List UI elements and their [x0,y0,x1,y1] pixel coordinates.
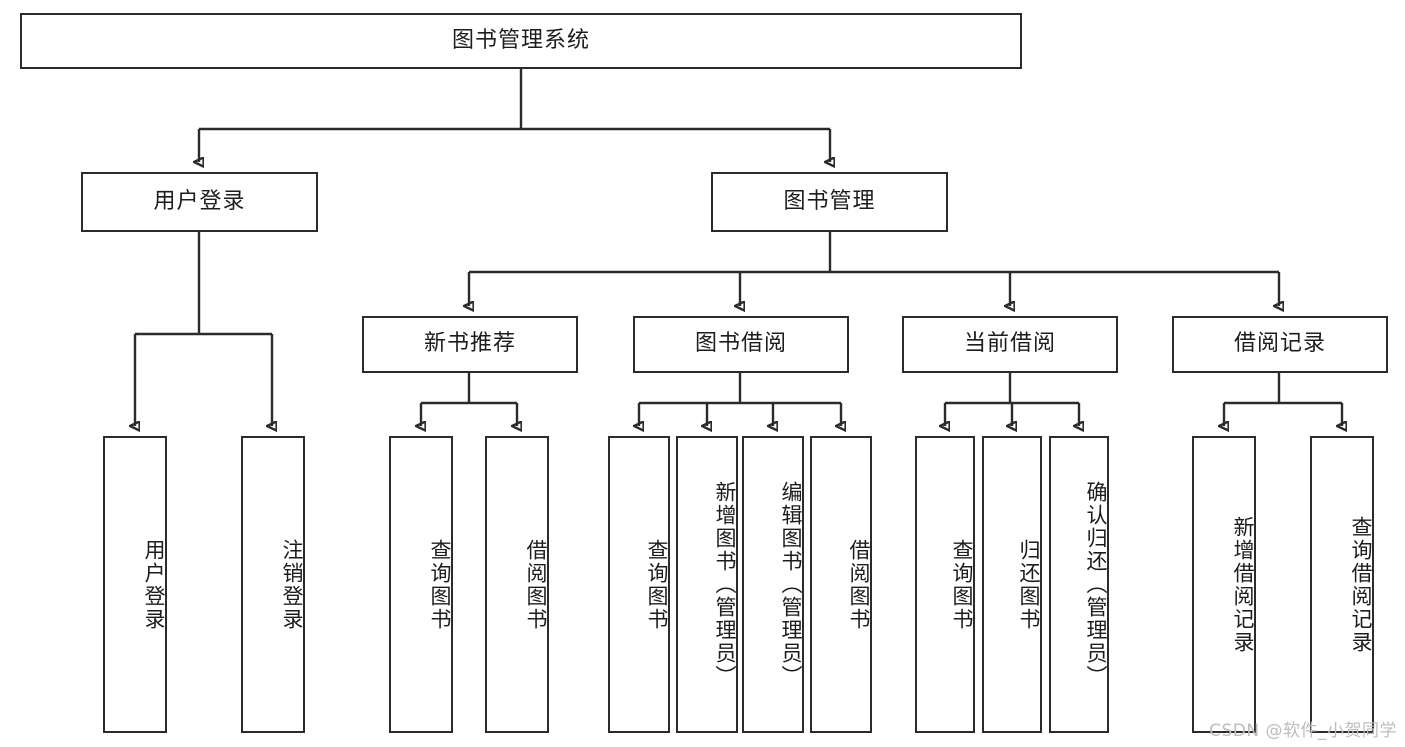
node-book-borrow: 图书借阅 [633,316,849,373]
leaf-new-book-query: 查询图书 [389,436,453,733]
node-current-borrow: 当前借阅 [902,316,1118,373]
leaf-book-borrow-edit: 编辑图书（管理员） [742,436,804,733]
node-label: 用户登录 [142,538,166,631]
leaf-book-borrow-add: 新增图书（管理员） [676,436,738,733]
leaf-user-login-logout: 注销登录 [241,436,305,733]
node-label: 编辑图书（管理员） [779,481,803,688]
node-user-login: 用户登录 [81,172,318,232]
node-label: 归还图书 [1017,538,1041,631]
node-label: 查询借阅记录 [1349,515,1373,654]
node-label: 新增借阅记录 [1231,515,1255,654]
node-label: 图书管理系统 [451,27,590,53]
node-label: 新书推荐 [423,331,516,357]
node-label: 查询图书 [428,538,452,631]
node-label: 借阅图书 [847,538,871,631]
leaf-current-borrow-confirm-return: 确认归还（管理员） [1049,436,1109,733]
node-label: 新增图书（管理员） [713,481,737,688]
leaf-current-borrow-query: 查询图书 [915,436,975,733]
node-label: 图书管理 [783,188,876,214]
node-label: 借阅图书 [524,538,548,631]
node-label: 查询图书 [950,538,974,631]
node-label: 图书借阅 [694,331,787,357]
node-label: 确认归还（管理员） [1084,481,1108,688]
leaf-borrow-record-query: 查询借阅记录 [1310,436,1374,733]
node-label: 查询图书 [645,538,669,631]
node-label: 当前借阅 [963,331,1056,357]
watermark: CSDN @软件_小贺同学 [1209,721,1397,741]
leaf-current-borrow-return: 归还图书 [982,436,1042,733]
leaf-new-book-borrow: 借阅图书 [485,436,549,733]
node-book-management: 图书管理 [711,172,948,232]
node-label: 借阅记录 [1233,331,1326,357]
node-new-book-recommend: 新书推荐 [362,316,578,373]
leaf-book-borrow-borrow: 借阅图书 [810,436,872,733]
node-borrow-record: 借阅记录 [1172,316,1388,373]
node-label: 注销登录 [280,538,304,631]
node-label: 用户登录 [153,188,246,214]
leaf-borrow-record-add: 新增借阅记录 [1192,436,1256,733]
node-root-system: 图书管理系统 [20,13,1022,69]
leaf-user-login-login: 用户登录 [103,436,167,733]
leaf-book-borrow-query: 查询图书 [608,436,670,733]
